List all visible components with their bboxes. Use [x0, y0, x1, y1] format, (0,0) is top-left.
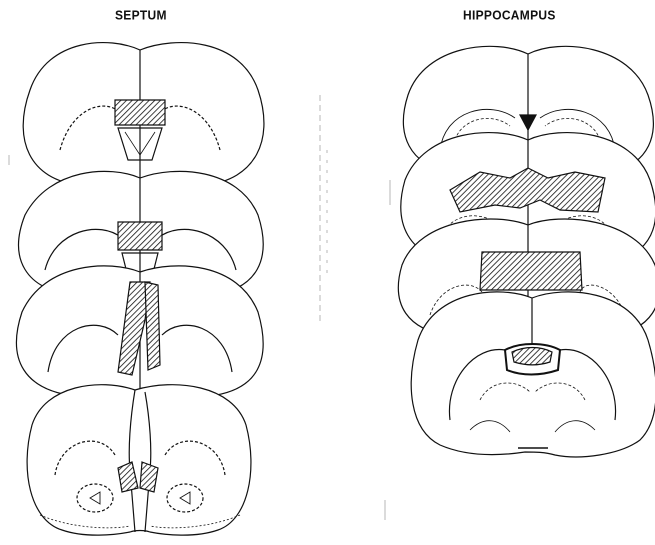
septum-lesion-4b — [140, 462, 158, 492]
hippocampus-section-4 — [411, 292, 655, 457]
septum-section-3 — [16, 266, 263, 396]
hippocampus-lesion-4 — [512, 348, 552, 366]
septum-lesion-1 — [115, 100, 165, 125]
septum-section-stack — [16, 43, 263, 536]
hippocampus-section-stack — [398, 46, 655, 457]
septum-section-1 — [23, 43, 264, 185]
septum-lesion-3b — [145, 282, 160, 370]
septum-section-4 — [27, 385, 251, 535]
hippocampus-lesion-3 — [480, 252, 582, 290]
septum-lesion-2 — [118, 222, 162, 250]
